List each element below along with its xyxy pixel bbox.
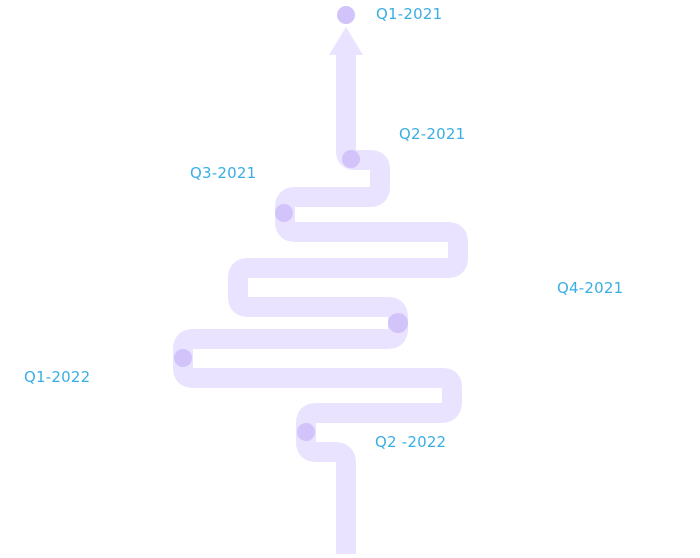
milestone-dot-q3-2021 [275,204,293,222]
milestone-dot-q2-2022 [297,423,315,441]
roadmap-arrow-head [329,27,363,55]
milestone-dot-q1-2021 [337,6,355,24]
milestone-label-q4-2021: Q4-2021 [557,279,623,297]
milestone-label-q1-2022: Q1-2022 [24,368,90,386]
milestone-label-q2-2021: Q2-2021 [399,125,465,143]
milestone-dot-q1-2022 [174,349,192,367]
roadmap-path [173,52,468,554]
milestone-label-q3-2021: Q3-2021 [190,164,256,182]
milestone-dot-q2-2021 [342,150,360,168]
milestone-label-q1-2021: Q1-2021 [376,5,442,23]
milestone-dot-q4-2021 [388,313,408,333]
milestone-label-q2-2022: Q2 -2022 [375,433,446,451]
